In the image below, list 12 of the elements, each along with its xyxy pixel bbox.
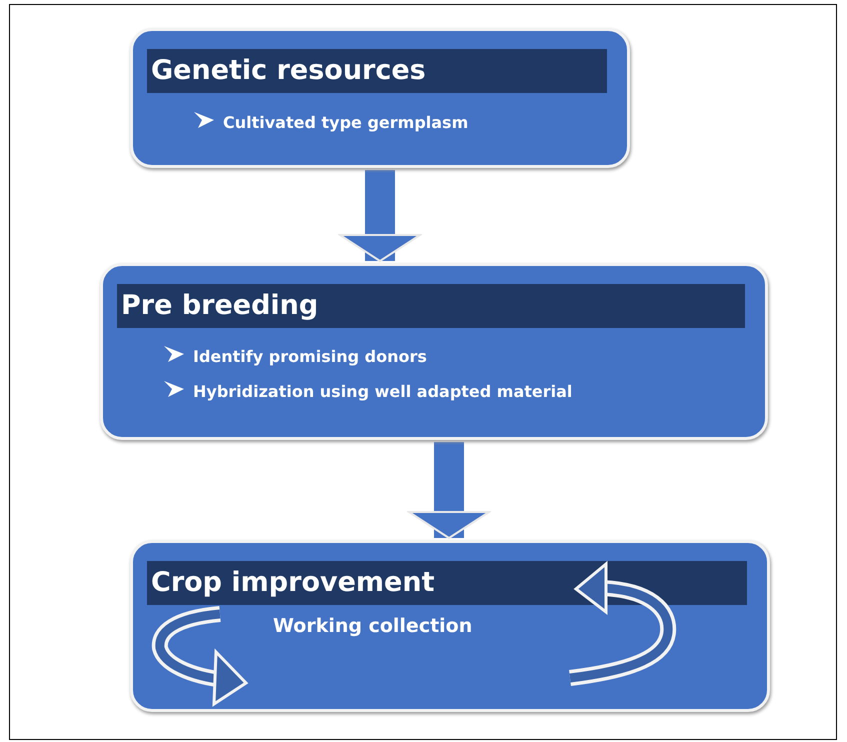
heading: Pre breeding bbox=[121, 289, 318, 323]
block-arrow bbox=[408, 442, 490, 539]
bullet-text: Cultivated type germplasm bbox=[223, 113, 468, 133]
heading: Genetic resources bbox=[151, 54, 426, 88]
heading: Crop improvement bbox=[151, 566, 434, 600]
process-box bbox=[100, 263, 768, 440]
bullet-text: Hybridization using well adapted material bbox=[193, 382, 572, 402]
block-arrow bbox=[339, 170, 421, 262]
process-box bbox=[130, 28, 630, 168]
label: Working collection bbox=[273, 616, 472, 636]
process-box bbox=[130, 540, 770, 712]
bullet-text: Identify promising donors bbox=[193, 347, 427, 367]
